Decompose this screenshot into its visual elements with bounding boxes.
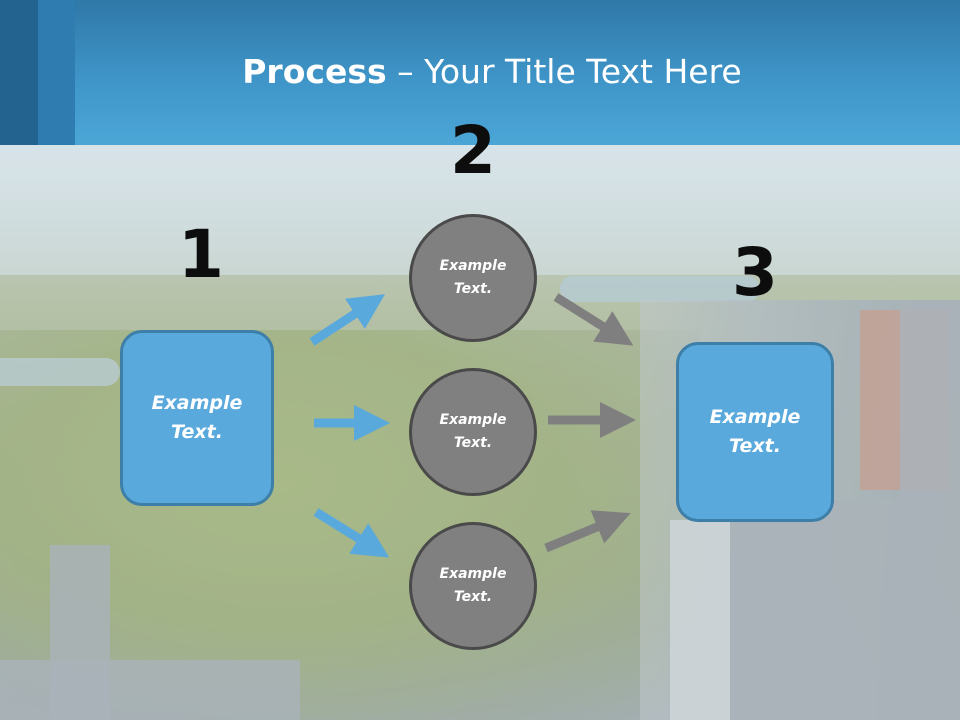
- step-1-text: Example Text.: [151, 392, 243, 443]
- title-rest: – Your Title Text Here: [386, 52, 742, 91]
- slide-title: Process – Your Title Text Here: [0, 52, 960, 91]
- step-2-circle-middle[interactable]: Example Text.: [409, 368, 537, 496]
- step-1-box[interactable]: Example Text.: [120, 330, 274, 506]
- step-number-2: 2: [450, 112, 496, 189]
- arrow-2a-to-3: [553, 293, 634, 346]
- arrow-1-to-2c: [313, 508, 390, 558]
- step-number-3: 3: [732, 234, 778, 311]
- arrow-2c-to-3: [544, 510, 631, 553]
- arrow-1-to-2a: [309, 294, 386, 346]
- step-3-box[interactable]: Example Text.: [676, 342, 834, 522]
- step-number-1: 1: [178, 216, 224, 293]
- circle-top-text: Example Text.: [439, 258, 507, 297]
- step-2-circle-bottom[interactable]: Example Text.: [409, 522, 537, 650]
- step-3-text: Example Text.: [709, 406, 801, 457]
- step-2-circle-top[interactable]: Example Text.: [409, 214, 537, 342]
- circle-middle-text: Example Text.: [439, 412, 507, 451]
- title-bold: Process: [242, 52, 387, 91]
- circle-bottom-text: Example Text.: [439, 566, 507, 605]
- title-bar: [0, 0, 960, 145]
